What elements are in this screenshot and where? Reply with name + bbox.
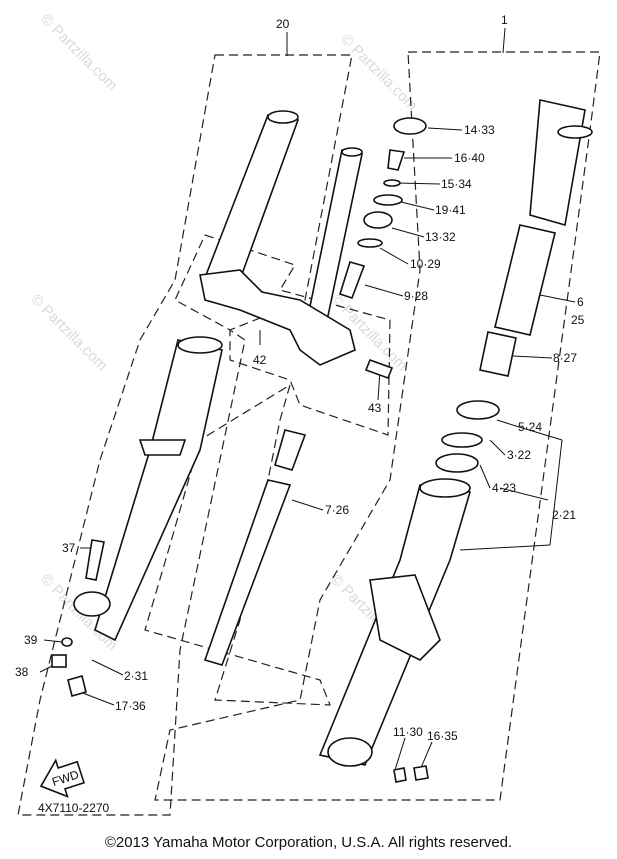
damper-rod bbox=[203, 479, 292, 666]
left-fork-group-outline bbox=[17, 54, 353, 816]
callout-labels: 20 1 14·33 16·40 15·34 19·41 13·32 10·29… bbox=[15, 13, 585, 815]
retaining-clip bbox=[441, 432, 483, 448]
callout-42: 42 bbox=[253, 353, 267, 367]
cap-seal bbox=[363, 211, 393, 229]
watermark-text: © Partzilla.com bbox=[337, 31, 420, 114]
callout-11-30: 11·30 bbox=[393, 725, 423, 739]
callout-2-31: 2·31 bbox=[124, 669, 148, 683]
pinch-bolt bbox=[364, 358, 394, 380]
o-ring-large bbox=[357, 238, 383, 248]
cap-bolt bbox=[393, 117, 427, 135]
leader-lines bbox=[39, 27, 576, 771]
callout-5-24: 5·24 bbox=[518, 420, 542, 434]
watermark-text: © Partzilla.com bbox=[27, 291, 110, 374]
inner-tube-group-outline bbox=[144, 383, 331, 706]
parts bbox=[51, 99, 593, 783]
washer-top bbox=[373, 194, 403, 206]
axle-holder bbox=[327, 737, 373, 767]
callout-1: 1 bbox=[501, 13, 508, 27]
callout-13-32: 13·32 bbox=[425, 230, 456, 244]
drain-bolt bbox=[67, 675, 87, 697]
callout-3-22: 3·22 bbox=[507, 448, 531, 462]
fork-spring-upper bbox=[339, 261, 366, 300]
callout-6: 6 bbox=[577, 295, 584, 309]
callout-15-34: 15·34 bbox=[441, 177, 472, 191]
forward-arrow: FWD bbox=[39, 758, 86, 798]
diagram-code: 4X7110-2270 bbox=[38, 801, 110, 815]
fork-spring-lower bbox=[274, 429, 307, 471]
fork-tube-top bbox=[529, 99, 586, 227]
callout-19-41: 19·41 bbox=[435, 203, 466, 217]
axle-pinch-bolt-left bbox=[85, 539, 105, 581]
lower-bracket bbox=[199, 269, 356, 366]
callout-4-23: 4·23 bbox=[492, 481, 516, 495]
callout-8-27: 8·27 bbox=[553, 351, 577, 365]
copyright-notice: ©2013 Yamaha Motor Corporation, U.S.A. A… bbox=[104, 834, 513, 851]
o-ring-small bbox=[383, 179, 401, 187]
fwd-arrow-icon bbox=[39, 758, 86, 798]
callout-10-29: 10·29 bbox=[410, 257, 441, 271]
watermark-text: © Partzilla.com bbox=[37, 11, 120, 94]
callout-9-28: 9·28 bbox=[404, 289, 428, 303]
left-outer-tube bbox=[94, 339, 223, 642]
callout-17-36: 17·36 bbox=[115, 699, 146, 713]
washer-small bbox=[51, 654, 67, 668]
oil-seal bbox=[456, 400, 500, 420]
right-fork-group-outline bbox=[154, 51, 601, 801]
slide-bushing bbox=[479, 331, 517, 377]
nut bbox=[61, 637, 73, 647]
left-axle-boss bbox=[138, 439, 187, 456]
drain-screw bbox=[393, 767, 407, 783]
callout-37: 37 bbox=[62, 541, 76, 555]
left-inner-tube-top bbox=[267, 110, 299, 124]
fork-tube-top-end bbox=[557, 125, 593, 139]
left-outer-tube-top bbox=[177, 336, 223, 354]
washer-seal bbox=[435, 453, 479, 473]
callout-16-40: 16·40 bbox=[454, 151, 485, 165]
callout-20: 20 bbox=[276, 17, 290, 31]
left-inner-tube bbox=[204, 114, 300, 286]
caliper-mount bbox=[369, 574, 441, 661]
bracket-group-outline bbox=[174, 234, 391, 436]
air-valve bbox=[387, 149, 406, 171]
callout-43: 43 bbox=[368, 401, 382, 415]
washer-drain bbox=[413, 765, 429, 781]
callout-38: 38 bbox=[15, 665, 29, 679]
axle-holder-left bbox=[73, 591, 111, 617]
callout-16-35: 16·35 bbox=[427, 729, 458, 743]
steering-stem-top bbox=[341, 147, 363, 157]
callout-2-21: 2·21 bbox=[552, 508, 576, 522]
callout-25: 25 bbox=[571, 313, 585, 327]
watermarks: © Partzilla.com © Partzilla.com © Partzi… bbox=[27, 11, 420, 654]
callout-7-26: 7·26 bbox=[325, 503, 349, 517]
callout-39: 39 bbox=[24, 633, 38, 647]
callout-14-33: 14·33 bbox=[464, 123, 495, 137]
group-outlines bbox=[17, 51, 601, 816]
fork-tube-middle bbox=[494, 224, 556, 336]
right-outer-tube-top bbox=[419, 478, 471, 498]
